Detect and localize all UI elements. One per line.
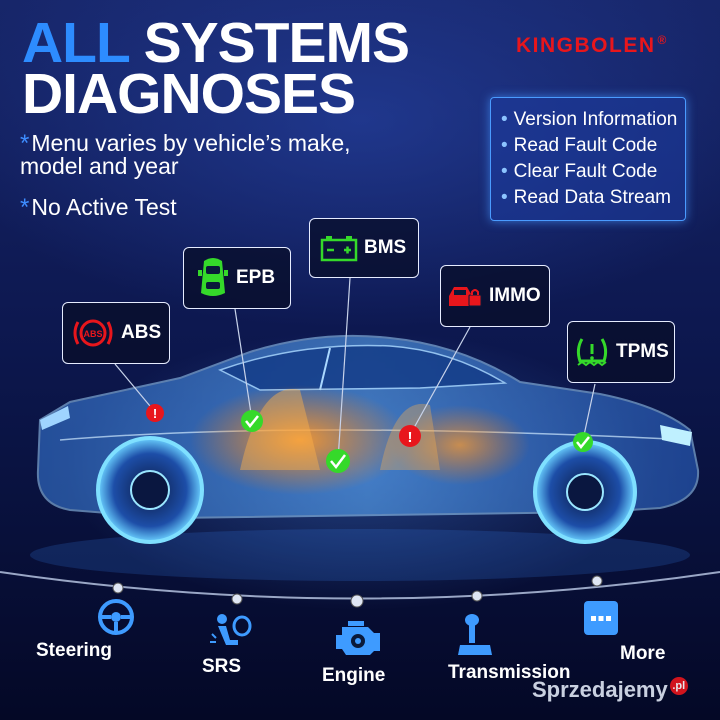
system-box-abs: ABS ABS [62, 302, 170, 364]
interior-glow [190, 385, 410, 495]
note-text: No Active Test [31, 194, 177, 220]
brand-text: KINGBOLEN [516, 34, 656, 57]
watermark-text: Sprzedajemy [532, 677, 668, 702]
function-srs-label: SRS [202, 656, 242, 677]
title-line2: DIAGNOSES [22, 62, 356, 126]
system-box-immo: IMMO [440, 265, 550, 327]
system-box-epb: EPB [183, 247, 291, 309]
gear-shift-icon [458, 614, 492, 655]
system-label: BMS [364, 237, 407, 258]
title-rest: SYSTEMS [128, 11, 410, 75]
system-label: IMMO [489, 285, 541, 306]
ok-marker-bms [326, 449, 350, 473]
window-pillar [319, 347, 331, 391]
function-transmission-label: Transmission [448, 662, 571, 683]
feature-item: Version Information [501, 107, 685, 133]
car-top-icon [198, 258, 228, 296]
more-icon [584, 601, 618, 635]
airbag-icon [210, 614, 252, 645]
system-label: EPB [236, 267, 276, 288]
system-box-tpms: TPMS [567, 321, 675, 383]
seat [240, 389, 320, 470]
car-lock-icon [449, 287, 482, 307]
battery-icon [320, 236, 358, 262]
steering-wheel-icon [98, 599, 134, 635]
fault-marker-abs: ! [146, 404, 164, 422]
car-illustration [30, 334, 700, 581]
ground-reflection [30, 529, 690, 581]
engine-icon [336, 621, 380, 655]
system-box-bms: BMS [309, 218, 419, 278]
abs-warning-icon: ABS [73, 319, 113, 347]
function-steering-label: Steering [36, 640, 113, 661]
title-accent: ALL [22, 11, 130, 75]
function-more-label: More [620, 643, 666, 664]
ok-marker-epb [241, 410, 263, 432]
feature-list-box: Version Information Read Fault Code Clea… [490, 97, 686, 221]
svg-text:!: ! [153, 406, 157, 421]
ok-marker-tpms [573, 432, 593, 452]
system-label: ABS [121, 322, 162, 343]
front-wheel [533, 440, 637, 544]
note-no-active-test: *No Active Test [20, 194, 177, 221]
star-bullet: * [20, 194, 30, 221]
star-bullet: * [20, 130, 30, 157]
system-label: TPMS [616, 341, 669, 362]
rear-wheel [96, 436, 204, 544]
feature-item: Read Data Stream [501, 185, 685, 211]
tire-pressure-icon [576, 338, 608, 367]
svg-text:ABS: ABS [83, 329, 102, 339]
function-engine-label: Engine [322, 665, 386, 686]
watermark-suffix: .pl [669, 677, 688, 695]
note-line2: model and year [20, 153, 179, 179]
note-menu-varies: *Menu varies by vehicle’s make, model an… [20, 132, 351, 178]
interior-glow [390, 405, 530, 485]
car-windows [218, 344, 508, 391]
brand-mark: ® [657, 33, 668, 47]
brand-logo: KINGBOLEN® [516, 33, 668, 58]
svg-text:!: ! [408, 429, 413, 446]
tail-light [40, 406, 70, 430]
feature-item: Clear Fault Code [501, 159, 685, 185]
headlight [660, 425, 692, 446]
fault-marker-immo: ! [399, 425, 421, 447]
note-line1: Menu varies by vehicle’s make, [31, 130, 351, 156]
watermark: Sprzedajemy.pl [532, 677, 688, 703]
feature-item: Read Fault Code [501, 133, 685, 159]
